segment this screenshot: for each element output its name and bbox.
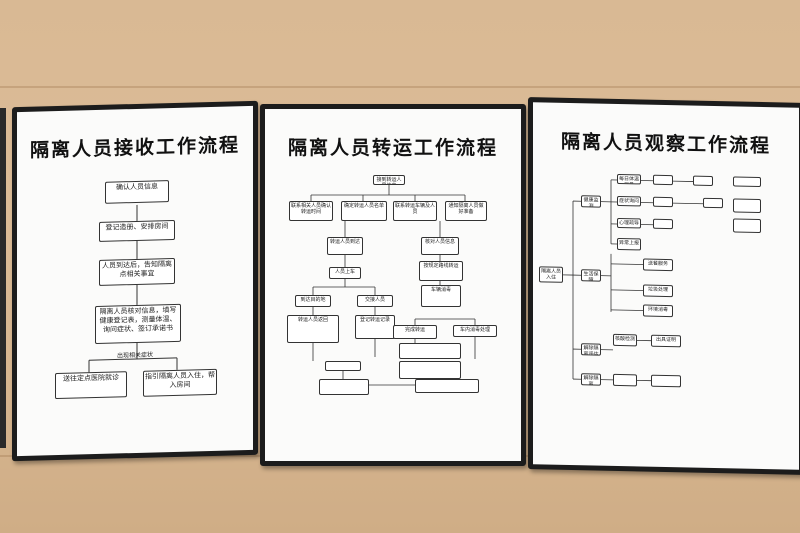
flow-step-detail [415,379,479,393]
flow-step: 人员上车 [329,267,361,279]
flow-step: 确定转运人员名单 [341,201,387,221]
flow-connectors [310,185,476,386]
flow-step: 送往定点医院就诊 [55,371,127,400]
flow-condition: 出现相关症状 [116,351,153,360]
flow-step-detail [399,361,461,379]
flow-step: 转运人员到达 [327,237,363,255]
flow-step: 异常上报 [617,237,641,251]
flow-step-detail [319,379,369,395]
flow-step-detail [653,174,673,186]
flow-step: 核对人员信息 [421,237,459,255]
flow-step: 交接人员 [357,295,393,307]
flow-step: 接到转运人员信息 [373,175,405,185]
flow-step: 症状询问 [617,195,641,207]
flow-step: 车辆消毒 [421,285,461,307]
flow-step: 确认人员信息 [105,180,169,204]
flow-step: 通知隔离人员做好准备 [445,201,487,221]
flow-step-detail [733,176,761,187]
flow-step-detail [613,373,637,387]
flow-step: 送餐服务 [643,258,673,272]
flow-step-detail [399,343,461,359]
flow-step-detail [703,197,723,209]
flow-step: 联系相关人员确认转运时间 [289,201,333,221]
flow-step: 心理疏导 [617,217,641,229]
flow-step: 解除隔离评估 [581,343,601,356]
flow-step-detail [325,361,361,371]
flow-step: 每日体温测量 [617,173,641,185]
flow-step-detail [733,198,761,213]
board-title: 隔离人员转运工作流程 [287,137,498,159]
flow-connectors [88,204,178,373]
flow-step: 解除隔离 [581,373,601,386]
flow-step: 健康监测 [581,195,601,208]
flow-step: 生活保障 [581,269,601,282]
flow-step: 转运人员返回 [287,315,339,343]
transfer-flowchart-board: 隔离人员转运工作流程 [260,104,526,466]
partial-board-edge [0,108,6,448]
flow-step: 核酸检测 [613,333,637,347]
flow-step: 车内消毒处理 [453,325,497,337]
flow-step: 指引隔离人员入住，帮入房间 [143,368,217,397]
flow-step: 到达目的地 [295,295,331,307]
flow-step-detail [651,374,681,388]
flow-step: 人员到达后，告知隔离点相关事宜 [99,257,175,286]
flow-step: 出具证明 [651,334,681,348]
reception-flowchart-board: 隔离人员接收工作流程 确认人员信息 登记造册、安排房间 人员到达后，告知隔离点相… [12,100,258,462]
flow-connectors [563,179,703,382]
flow-step-detail [653,196,673,208]
flow-step: 垃圾处理 [643,284,673,298]
flow-step-detail [653,218,673,230]
flow-step-detail [693,175,713,186]
flow-step: 登记转运记录 [355,315,395,339]
flow-step: 按规定路线转运 [419,261,463,281]
flow-step: 隔离人员入住 [539,266,563,283]
observation-flowchart-board: 隔离人员观察工作流程 [528,97,800,475]
flow-step: 联系转运车辆及人员 [393,201,437,221]
flow-step-detail [733,218,761,233]
flow-step: 登记造册、安排房间 [99,219,175,242]
wall-panel-seam [0,86,800,88]
flow-step: 隔离人员核对信息，填写健康登记表，测量体温、询问症状、签订承诺书 [95,303,181,345]
flow-step: 环境消毒 [643,304,673,318]
flow-step: 完成转运 [393,325,437,339]
